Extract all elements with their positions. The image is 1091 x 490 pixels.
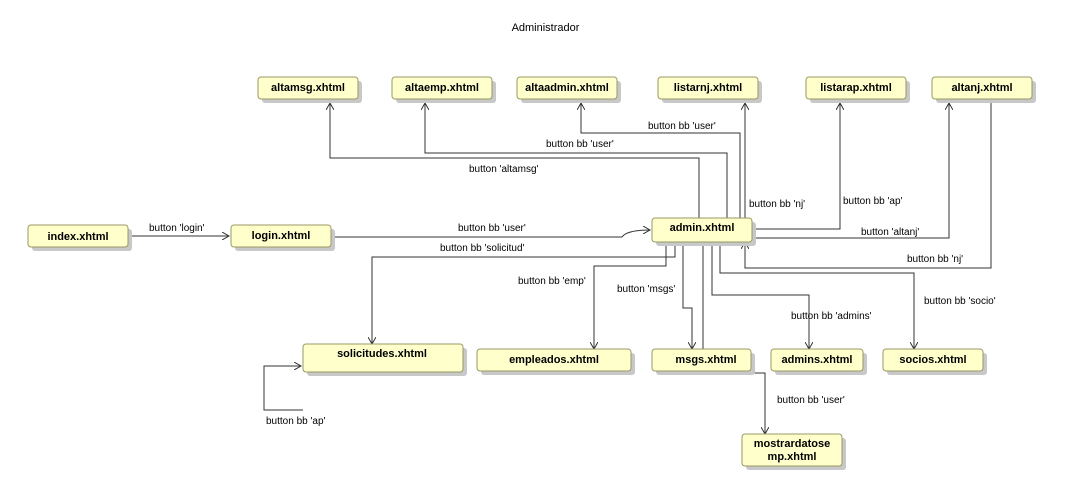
- edge-solicitudes-self: [263, 366, 303, 411]
- node-empleados: empleados.xhtml: [476, 348, 635, 375]
- node-solicitudes: solicitudes.xhtml: [302, 343, 467, 376]
- edge-label-admin-admins: button bb 'admins': [791, 311, 872, 322]
- edge-admin-socios: [719, 242, 914, 349]
- node-label-index: index.xhtml: [47, 231, 108, 243]
- node-label-admins: admins.xhtml: [782, 354, 853, 366]
- node-label-socios: socios.xhtml: [899, 354, 966, 366]
- node-altamsg: altamsg.xhtml: [257, 76, 362, 103]
- node-msgs: msgs.xhtml: [651, 348, 755, 375]
- node-label-login: login.xhtml: [252, 230, 311, 242]
- node-altanj: altanj.xhtml: [931, 76, 1036, 103]
- node-label-solicitudes: solicitudes.xhtml: [337, 348, 427, 360]
- node-listarap: listarap.xhtml: [805, 76, 910, 103]
- edge-label-altanj-admin: button bb 'nj': [907, 254, 963, 265]
- node-socios: socios.xhtml: [882, 348, 987, 375]
- node-label-altanj: altanj.xhtml: [951, 82, 1012, 94]
- node-label-altaadmin: altaadmin.xhtml: [525, 82, 609, 94]
- node-label-altamsg: altamsg.xhtml: [271, 82, 345, 94]
- edge-login-admin: [331, 230, 650, 238]
- edge-label-admin-altanj: button 'altanj': [861, 227, 919, 238]
- edge-admin-altanj: [752, 103, 949, 239]
- diagram-title: Administrador: [511, 22, 580, 34]
- node-label-listarap: listarap.xhtml: [820, 82, 892, 94]
- node-label-mostrardatosemp-line1: mostrardatose: [754, 438, 830, 450]
- edge-label-admin-listarap: button bb 'ap': [843, 196, 903, 207]
- edge-label-admin-solicitudes: button bb 'solicitud': [440, 243, 525, 254]
- edge-admin-listarap: [752, 103, 840, 230]
- node-listarnj: listarnj.xhtml: [657, 76, 762, 103]
- node-mostrardatosemp: mostrardatose mp.xhtml: [741, 433, 846, 470]
- node-admins: admins.xhtml: [770, 348, 867, 375]
- edge-label-admin-altamsg: button 'altamsg': [469, 164, 539, 175]
- node-label-listarnj: listarnj.xhtml: [674, 82, 742, 94]
- edge-admin-altaemp: [425, 103, 728, 218]
- edge-label-admin-mostrardatosemp: button bb 'user': [777, 395, 845, 406]
- node-login: login.xhtml: [230, 224, 335, 251]
- edge-admin-altamsg: [330, 103, 700, 242]
- edge-admin-solicitudes: [372, 242, 676, 344]
- edge-label-index-login: button 'login': [149, 223, 205, 234]
- node-label-msgs: msgs.xhtml: [675, 354, 736, 366]
- edge-label-admin-altaemp: button bb 'user': [546, 139, 614, 150]
- edge-admin-altaadmin: [581, 103, 741, 218]
- edge-admin-msgs: [682, 242, 692, 349]
- node-admin: admin.xhtml: [651, 217, 756, 246]
- node-index: index.xhtml: [27, 224, 132, 251]
- edge-label-admin-empleados: button bb 'emp': [518, 276, 586, 287]
- edge-admin-admins: [711, 242, 809, 349]
- edge-label-admin-msgs: button 'msgs': [617, 284, 675, 295]
- edge-label-admin-socios: button bb 'socio': [924, 296, 996, 307]
- node-label-admin: admin.xhtml: [670, 222, 735, 234]
- node-altaadmin: altaadmin.xhtml: [516, 76, 621, 103]
- edge-altanj-admin: [745, 103, 992, 269]
- node-altaemp: altaemp.xhtml: [391, 76, 496, 103]
- node-label-mostrardatosemp-line2: mp.xhtml: [768, 451, 817, 463]
- node-label-altaemp: altaemp.xhtml: [405, 82, 479, 94]
- edge-label-login-admin: button bb 'user': [458, 223, 526, 234]
- edge-label-admin-listarnj: button bb 'nj': [749, 199, 805, 210]
- node-label-empleados: empleados.xhtml: [509, 354, 599, 366]
- edge-admin-empleados: [594, 242, 667, 349]
- edge-label-solicitudes-self: button bb 'ap': [266, 416, 326, 427]
- edge-label-admin-altaadmin: button bb 'user': [648, 121, 716, 132]
